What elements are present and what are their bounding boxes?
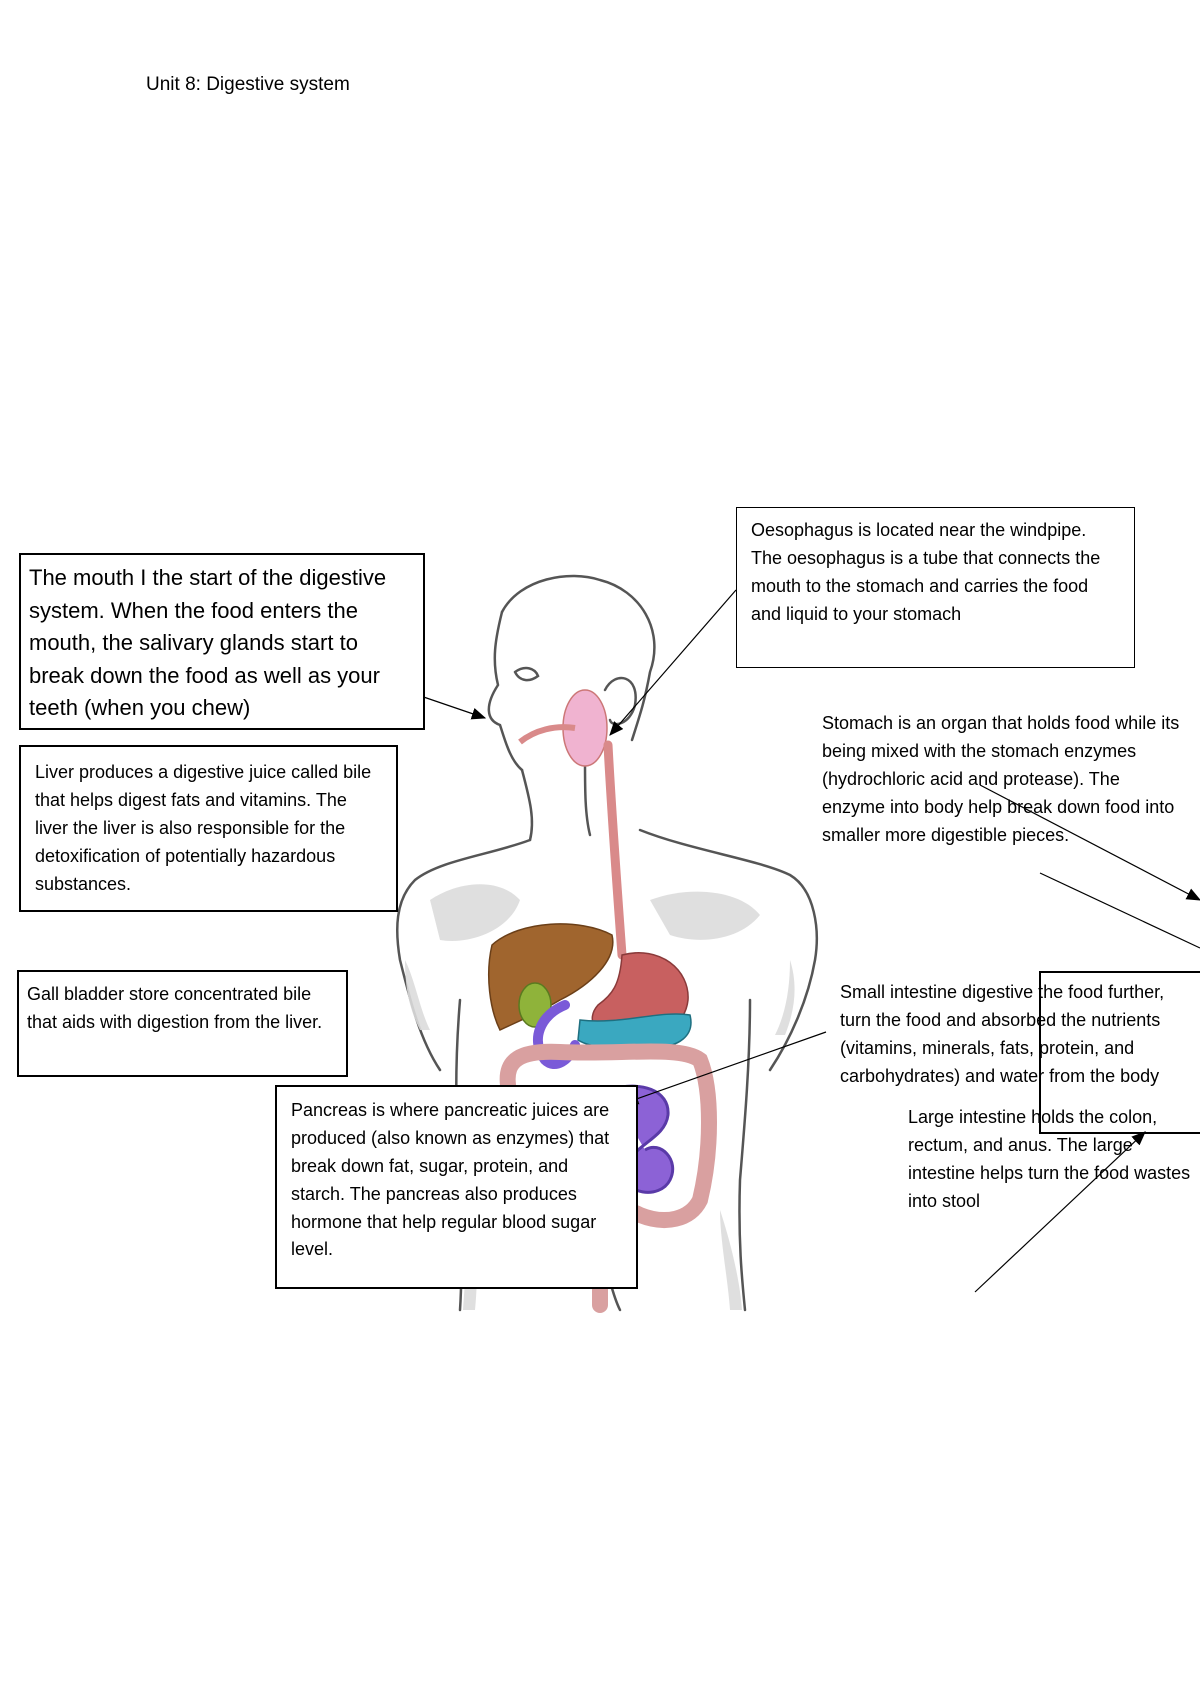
small-intestine-label: Small intestine digestive the food furth… [840,982,1165,1086]
muscle-shading [405,884,795,1310]
oesophagus-label-box: Oesophagus is located near the windpipe.… [736,507,1135,668]
small-intestine-pointer [623,1031,827,1105]
stomach-label: Stomach is an organ that holds food whil… [822,713,1180,845]
pancreas-label-box: Pancreas is where pancreatic juices are … [275,1085,638,1289]
oral-tube [518,724,576,745]
liver-label-box: Liver produces a digestive juice called … [19,745,398,912]
stomach-pointer-2 [1039,872,1200,949]
large-intestine-pointer [974,1131,1146,1293]
stomach-pointer [979,784,1200,901]
large-intestine-frame [1039,971,1200,1134]
oesophagus [603,740,627,960]
large-intestine-label: Large intestine holds the colon, rectum,… [908,1107,1191,1211]
gall-bladder-label-box: Gall bladder store concentrated bile tha… [17,970,348,1077]
mouth-label-box: The mouth I the start of the digestive s… [19,553,425,730]
oesophagus-pointer [609,589,737,736]
page-title: Unit 8: Digestive system [146,74,350,95]
